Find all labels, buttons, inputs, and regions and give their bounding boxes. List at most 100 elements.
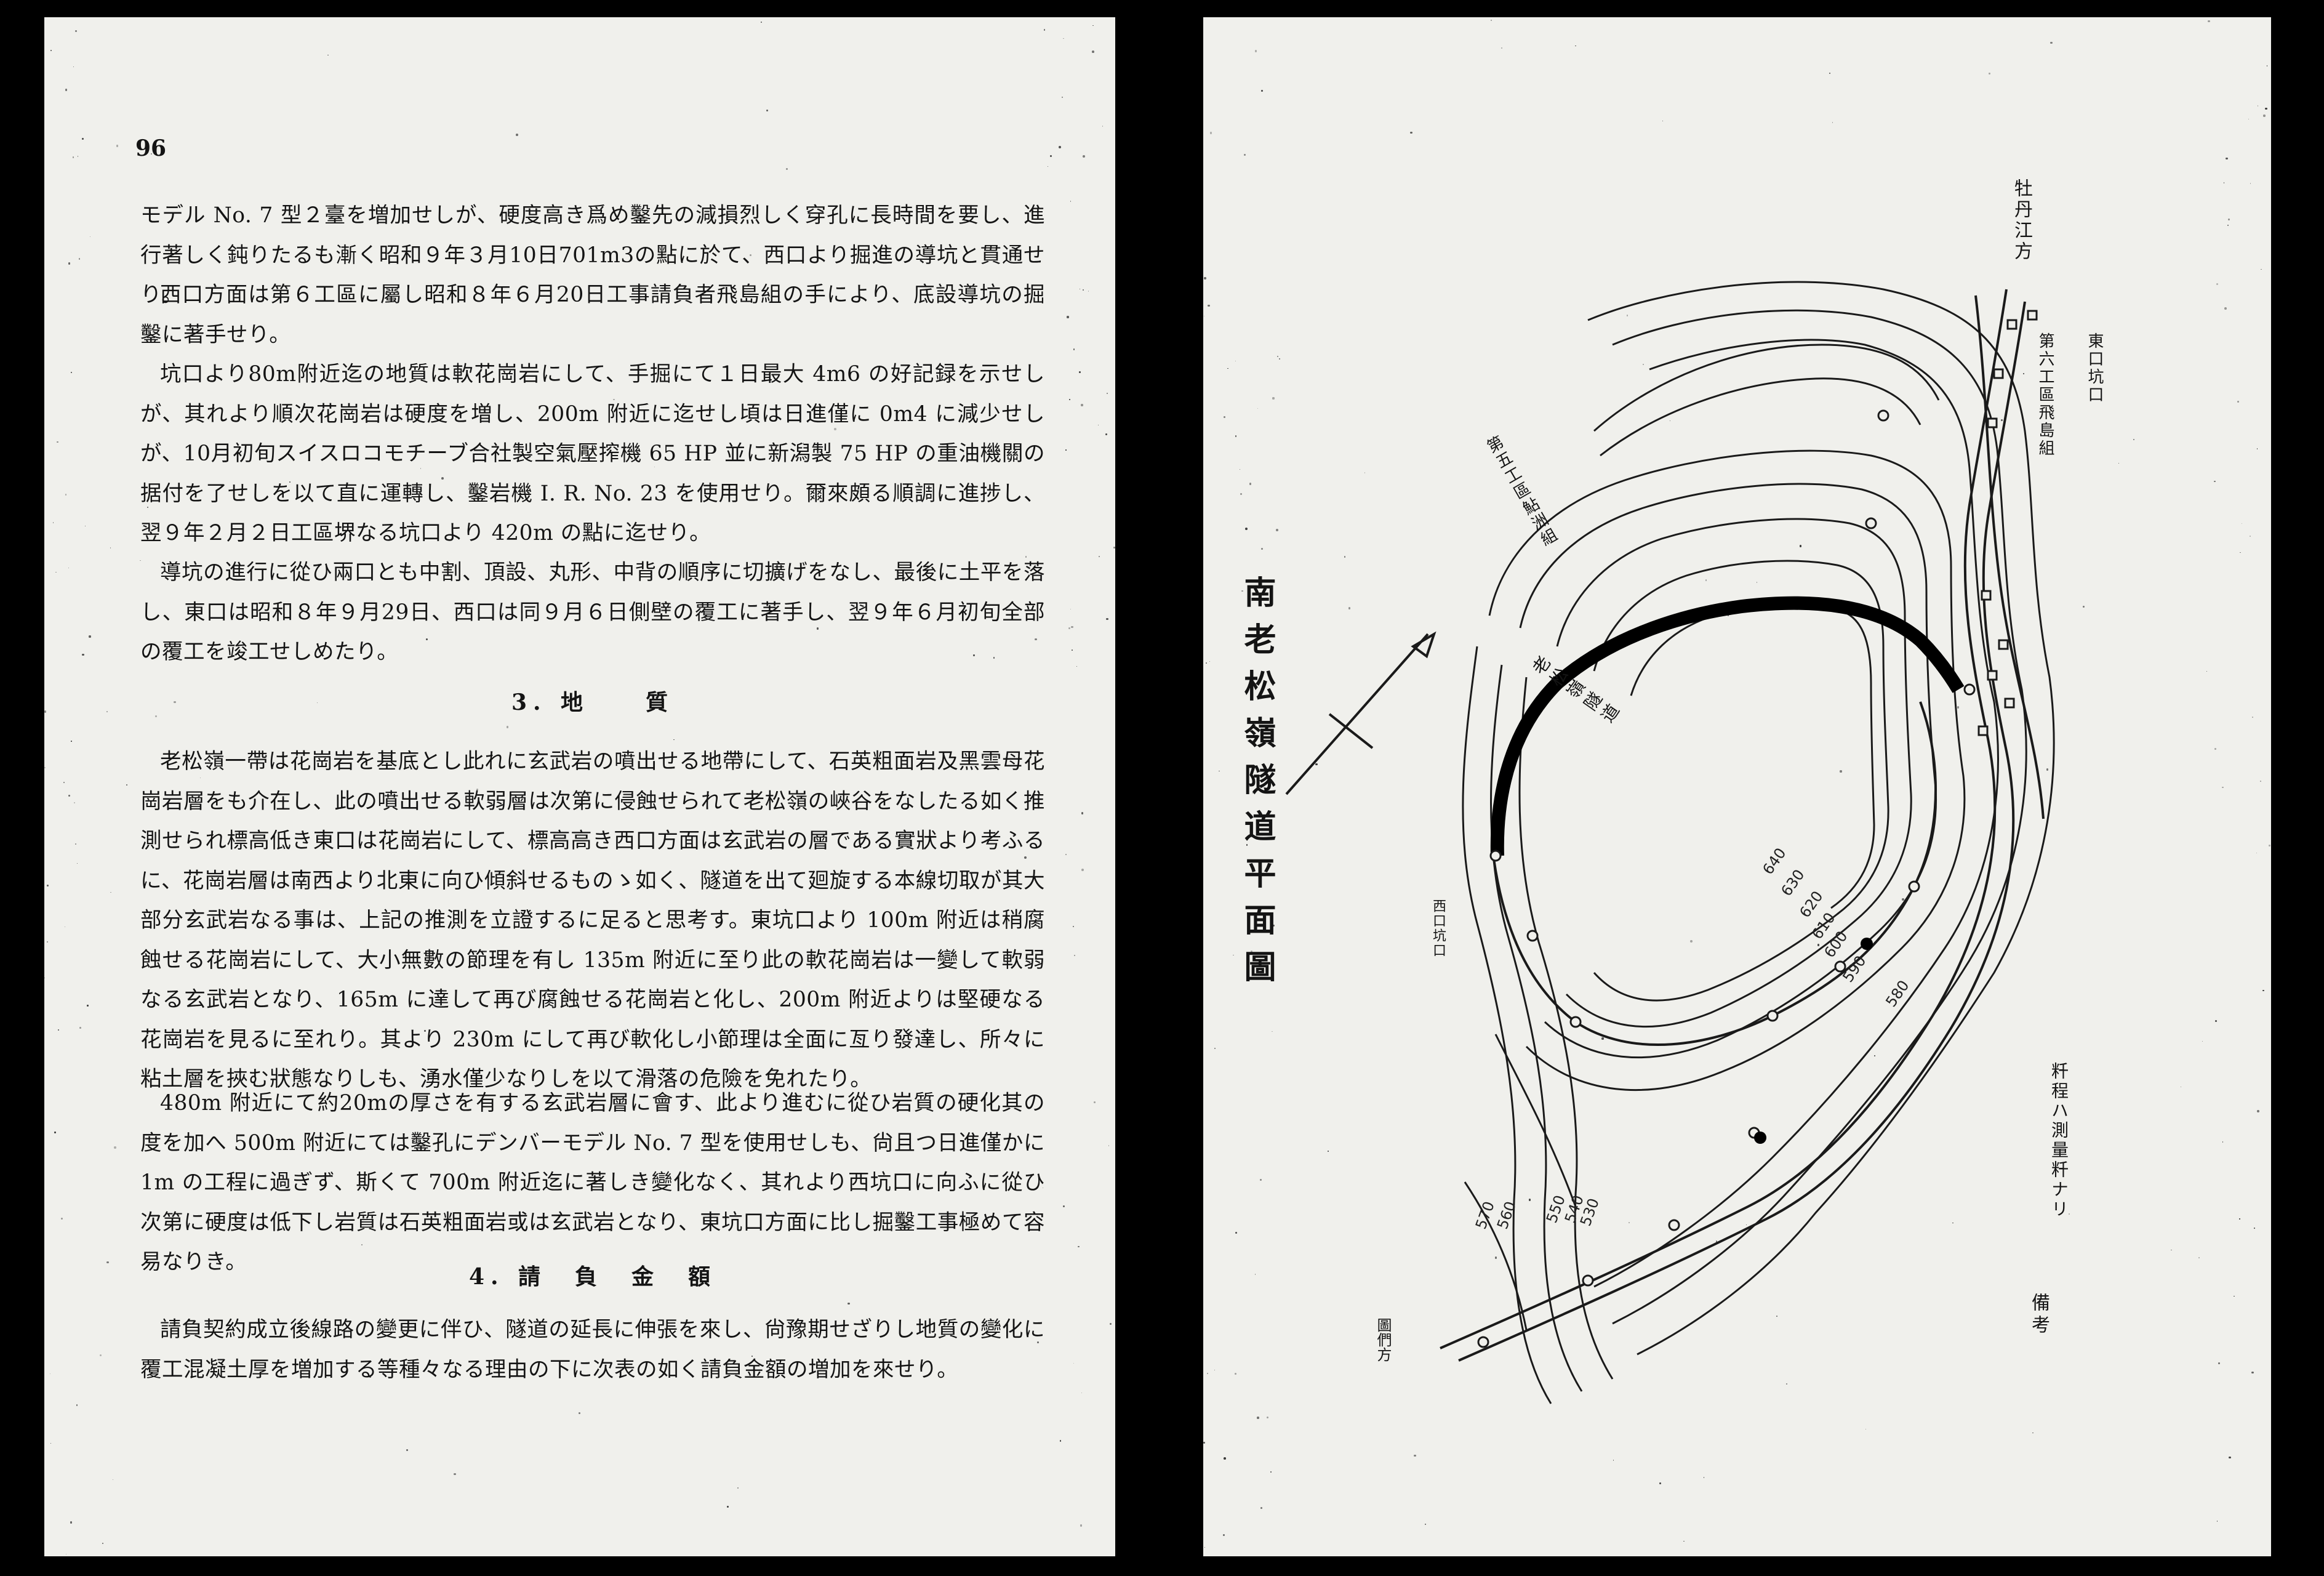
scan-speck bbox=[68, 567, 70, 569]
map-title: 南老松嶺隧道平面圖 bbox=[1238, 576, 1276, 997]
scan-speck bbox=[151, 153, 152, 155]
scan-speck bbox=[60, 1218, 63, 1220]
scan-speck bbox=[1107, 392, 1108, 395]
scan-speck bbox=[750, 254, 752, 257]
scan-speck bbox=[110, 892, 111, 893]
scan-speck bbox=[1072, 649, 1073, 651]
scan-speck bbox=[1246, 843, 1248, 846]
scan-speck bbox=[1044, 29, 1046, 31]
scan-speck bbox=[1642, 363, 1644, 365]
station-marker bbox=[1569, 1016, 1582, 1028]
contour-line bbox=[1593, 344, 1940, 432]
scan-speck bbox=[406, 1449, 408, 1451]
scan-speck bbox=[1270, 1471, 1272, 1473]
scan-speck bbox=[82, 653, 84, 656]
scan-speck bbox=[1203, 1442, 1206, 1444]
scan-speck bbox=[1068, 627, 1071, 630]
scan-speck bbox=[847, 1303, 850, 1305]
scan-speck bbox=[2050, 41, 2053, 44]
station-marker bbox=[1963, 683, 1976, 696]
scan-speck bbox=[578, 1412, 580, 1415]
scan-speck bbox=[2254, 1227, 2256, 1229]
scan-speck bbox=[1279, 358, 1280, 360]
scan-speck bbox=[1902, 898, 1904, 901]
contour-line bbox=[1593, 560, 1889, 1002]
scan-speck bbox=[1840, 770, 1842, 773]
scan-speck bbox=[57, 441, 58, 443]
station-marker bbox=[1908, 880, 1920, 893]
scan-speck bbox=[1703, 1477, 1705, 1478]
scan-speck bbox=[1776, 1316, 1777, 1317]
scan-speck bbox=[46, 941, 48, 943]
scan-speck bbox=[993, 657, 995, 659]
scan-speck bbox=[1069, 399, 1070, 400]
scan-speck bbox=[2214, 480, 2216, 483]
scan-speck bbox=[424, 1030, 426, 1032]
scan-speck bbox=[1108, 1145, 1110, 1146]
scan-speck bbox=[1050, 155, 1052, 157]
tunnel-alignment bbox=[1490, 596, 1965, 856]
scan-speck bbox=[1209, 661, 1211, 662]
scan-speck bbox=[146, 506, 148, 508]
scan-speck bbox=[2237, 400, 2239, 403]
scan-speck bbox=[1272, 397, 1275, 400]
scan-speck bbox=[1425, 1524, 1427, 1526]
scan-speck bbox=[766, 109, 769, 112]
scan-speck bbox=[1071, 625, 1073, 628]
scan-speck bbox=[65, 494, 67, 496]
scan-speck bbox=[1214, 1047, 1216, 1049]
scan-speck bbox=[1785, 1383, 1787, 1385]
scan-speck bbox=[1410, 131, 1412, 134]
section-4-paragraph-1: 請負契約成立後線路の變更に伴ひ、隧道の延長に伸張を來し、尙豫期せざりし地質の變化… bbox=[140, 1317, 1045, 1382]
scan-speck bbox=[1081, 869, 1084, 872]
scan-speck bbox=[1315, 763, 1318, 766]
scan-speck bbox=[1252, 791, 1254, 794]
label-west-work: 第六工區飛島組 bbox=[2036, 332, 2054, 457]
scan-speck bbox=[1705, 579, 1707, 581]
scan-speck bbox=[476, 789, 479, 791]
scan-speck bbox=[1240, 493, 1242, 495]
scan-speck bbox=[454, 1473, 456, 1476]
paragraph-2: 西口方面は第６工區に屬し昭和８年６月20日工事請負者飛島組の手により、底設導坑の… bbox=[140, 283, 1045, 347]
remark-label: 備考 bbox=[2028, 1293, 2050, 1337]
scan-speck bbox=[2262, 989, 2264, 992]
scan-speck bbox=[1062, 97, 1064, 98]
north-arrow bbox=[1285, 631, 1436, 795]
station-marker bbox=[1766, 1010, 1779, 1022]
scan-speck bbox=[1062, 1205, 1065, 1208]
scan-speck bbox=[2202, 1040, 2203, 1042]
scan-speck bbox=[2251, 1372, 2254, 1374]
scan-speck bbox=[1727, 614, 1729, 616]
scan-speck bbox=[426, 638, 428, 641]
scan-speck bbox=[1243, 154, 1246, 156]
scan-speck bbox=[1092, 50, 1095, 53]
scan-speck bbox=[1817, 944, 1820, 946]
section-3-paragraph-1: 老松嶺一帶は花崗岩を基底とし此れに玄武岩の噴出せる地帶にして、石英粗面岩及黑雲母… bbox=[140, 749, 1045, 1092]
scan-speck bbox=[72, 156, 74, 158]
scan-speck bbox=[2022, 372, 2025, 375]
scan-speck bbox=[1204, 1547, 1206, 1548]
scan-speck bbox=[1260, 1507, 1262, 1509]
section-3-paragraph-2: 480m 附近にて約20mの厚さを有する玄武岩層に會す、此より進むに從ひ岩質の硬… bbox=[140, 1091, 1045, 1274]
station-marker bbox=[1834, 960, 1846, 973]
scan-speck bbox=[126, 784, 127, 786]
scan-speck bbox=[1099, 556, 1100, 558]
scan-speck bbox=[643, 1271, 645, 1273]
contour-line bbox=[1518, 677, 1614, 1380]
scan-speck bbox=[55, 571, 57, 573]
scan-speck bbox=[1082, 289, 1084, 291]
contour-line bbox=[1464, 1181, 1528, 1330]
scan-speck bbox=[2249, 536, 2251, 537]
scan-speck bbox=[52, 522, 54, 523]
scan-speck bbox=[114, 1146, 116, 1149]
scan-speck bbox=[441, 476, 444, 480]
scan-speck bbox=[1093, 1101, 1096, 1103]
scan-speck bbox=[1073, 1362, 1075, 1364]
scan-speck bbox=[1832, 122, 1833, 124]
scan-speck bbox=[78, 258, 80, 260]
right-page bbox=[1203, 17, 2271, 1556]
scan-speck bbox=[1092, 25, 1094, 26]
scan-speck bbox=[2266, 65, 2268, 67]
contour-line bbox=[1490, 664, 1583, 1392]
buildings bbox=[1977, 310, 2038, 736]
